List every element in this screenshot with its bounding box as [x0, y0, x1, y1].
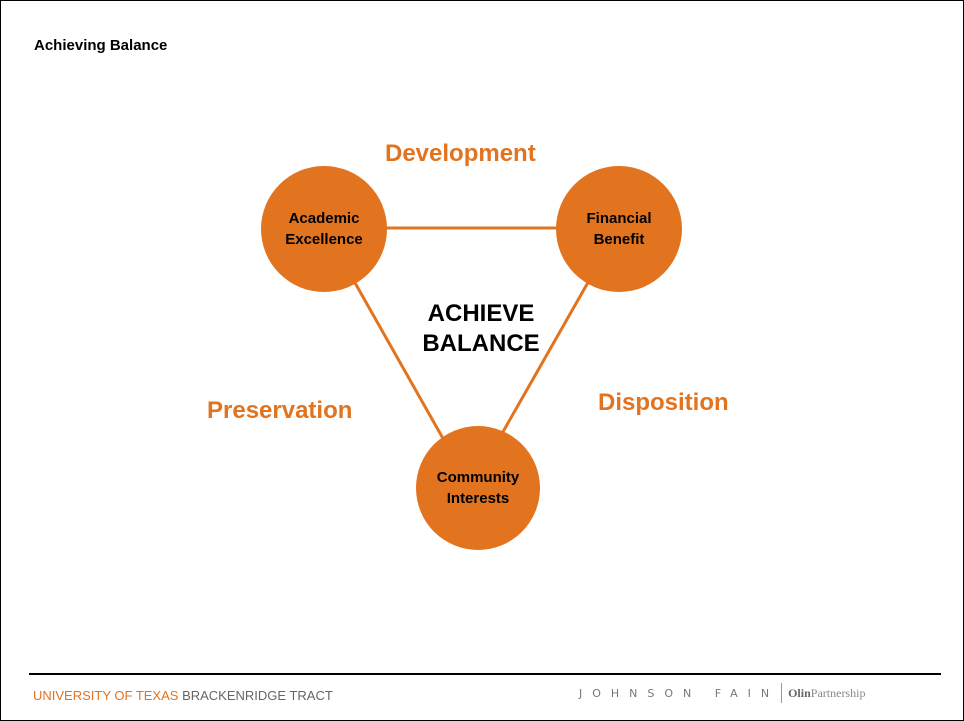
node-community-line2: Interests	[446, 490, 510, 507]
node-community-interests: Community Interests	[416, 426, 540, 550]
center-label: ACHIEVE BALANCE	[401, 299, 561, 359]
node-academic-line1: Academic	[288, 210, 360, 227]
footer-org: UNIVERSITY OF TEXAS	[33, 688, 179, 703]
footer-firm-logos: JOHNSON FAIN OlinPartnership	[579, 683, 865, 703]
footer-divider	[29, 673, 941, 675]
node-community-line1: Community	[436, 469, 520, 486]
center-line1: ACHIEVE	[427, 300, 535, 327]
partner-logo: OlinPartnership	[788, 686, 865, 701]
node-financial-benefit: Financial Benefit	[556, 166, 682, 292]
node-academic-line2: Excellence	[285, 231, 363, 248]
center-line2: BALANCE	[422, 330, 540, 357]
footer-site: BRACKENRIDGE TRACT	[178, 688, 333, 703]
partner-logo-bold: Olin	[788, 685, 811, 700]
node-financial-line1: Financial	[586, 210, 652, 227]
slide-title: Achieving Balance	[34, 37, 168, 54]
firm-logo: JOHNSON FAIN	[579, 686, 780, 700]
logo-separator	[781, 683, 783, 703]
node-academic-excellence: Academic Excellence	[261, 166, 387, 292]
label-development: Development	[385, 140, 536, 167]
label-disposition: Disposition	[598, 389, 729, 416]
footer-project: UNIVERSITY OF TEXAS BRACKENRIDGE TRACT	[33, 688, 333, 703]
node-financial-line2: Benefit	[593, 231, 645, 248]
partner-logo-rest: Partnership	[810, 685, 866, 700]
label-preservation: Preservation	[207, 397, 353, 424]
